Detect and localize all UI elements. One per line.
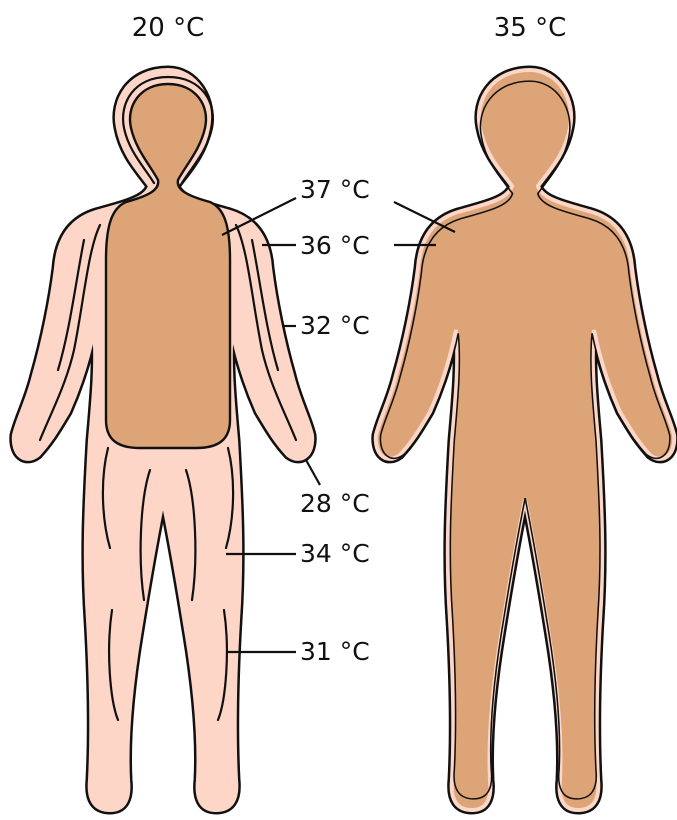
right-body-figure — [376, 70, 674, 810]
label-37: 37 °C — [300, 175, 370, 204]
leader-28 — [306, 460, 320, 485]
right-figure-title: 35 °C — [494, 13, 567, 43]
label-31: 31 °C — [300, 637, 370, 666]
label-34: 34 °C — [300, 539, 370, 568]
label-36: 36 °C — [300, 231, 370, 260]
label-32: 32 °C — [300, 311, 370, 340]
left-body-figure — [14, 70, 312, 810]
label-28: 28 °C — [300, 489, 370, 518]
left-figure-title: 20 °C — [132, 13, 205, 43]
right-body-core — [376, 70, 674, 810]
